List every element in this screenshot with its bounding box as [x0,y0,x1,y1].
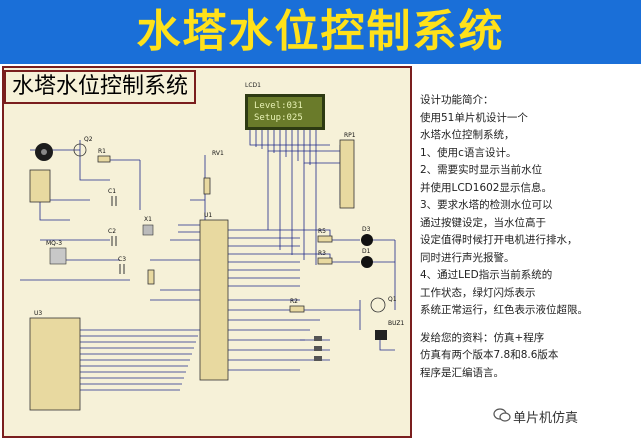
lcd-line-2: Setup:025 [254,113,303,123]
desc-line: 3、要求水塔的检测水位可以 [420,199,553,211]
desc-line: 设计功能简介： [420,94,494,106]
label-q2: Q2 [84,136,93,143]
resistor-r2 [289,305,305,313]
label-d3: D3 [362,226,371,233]
title-banner [0,0,641,64]
desc-line: 1、使用c语言设计。 [420,146,517,159]
lcd-display: Level:031 Setup:025 [245,94,325,130]
label-u3: U3 [34,310,43,317]
label-d1: D1 [362,248,371,255]
label-mq3: MQ-3 [46,240,63,247]
label-c3: C3 [118,256,127,263]
led-d1-icon [361,256,373,268]
label-rv1: RV1 [212,150,224,157]
label-q1: Q1 [388,296,397,303]
desc-line: 4、通过LED指示当前系统的 [420,269,553,281]
desc-line: 系统正常运行，红色表示液位超限。 [420,304,588,316]
label-x1: X1 [144,216,152,223]
label-c1: C1 [108,188,117,195]
desc-line: 并使用LCD1602显示信息。 [420,181,552,194]
description-panel: 设计功能简介： 使用51单片机设计一个 水塔水位控制系统， 1、使用c语言设计。… [420,92,638,382]
desc-line: 同时进行声光报警。 [420,251,515,264]
buzzer-icon [375,330,387,340]
desc-line: 设定值得时候打开电机进行排水， [420,234,578,246]
resistor-pack-rp1 [339,139,355,209]
schematic-title: 水塔水位控制系统 [4,70,196,104]
label-u1: U1 [204,212,213,219]
resource-line: 发给您的资料：仿真+程序 [420,331,545,344]
sensor-mq3-icon [49,247,67,265]
resistor-r1 [147,269,155,285]
resistor-r4 [97,155,111,163]
label-r3: R3 [318,250,326,257]
resistor-r5 [317,235,333,243]
capacitor-c2-icon [111,236,117,246]
label-r5: R5 [318,228,326,235]
label-r2: R2 [290,298,298,305]
wechat-icon [493,408,511,422]
chip-u1 [199,219,229,381]
button-3-icon [314,356,322,361]
button-1-icon [314,336,322,341]
crystal-x1-icon [142,224,154,236]
desc-line: 水塔水位控制系统， [420,129,515,141]
capacitor-c3-icon [119,264,125,274]
desc-line: 使用51单片机设计一个 [420,111,528,124]
chip-u3 [29,317,81,411]
desc-line: 通过按键设定，当水位高于 [420,216,546,229]
button-2-icon [314,346,322,351]
relay-rl1 [29,169,51,203]
resource-line: 仿真有两个版本7.8和8.6版本 [420,349,559,361]
label-c2: C2 [108,228,117,235]
watermark: 单片机仿真 [513,411,579,426]
label-r1: R1 [98,148,106,155]
label-buz1: BUZ1 [388,320,405,327]
potentiometer-rv1 [203,177,211,195]
capacitor-c1-icon [111,196,117,206]
resource-line: 程序是汇编语言。 [420,366,504,379]
transistor-q2-icon [73,143,87,157]
banner-title: 水塔水位控制系统 [136,6,505,57]
desc-line: 工作状态，绿灯闪烁表示 [420,286,536,299]
desc-line: 2、需要实时显示当前水位 [420,164,543,176]
lcd-line-1: Level:031 [254,101,303,111]
transistor-q1-icon [370,297,386,313]
label-rp1: RP1 [344,132,356,139]
lcd-ref: LCD1 [245,82,261,89]
resistor-r3 [317,257,333,265]
led-d3-icon [361,234,373,246]
